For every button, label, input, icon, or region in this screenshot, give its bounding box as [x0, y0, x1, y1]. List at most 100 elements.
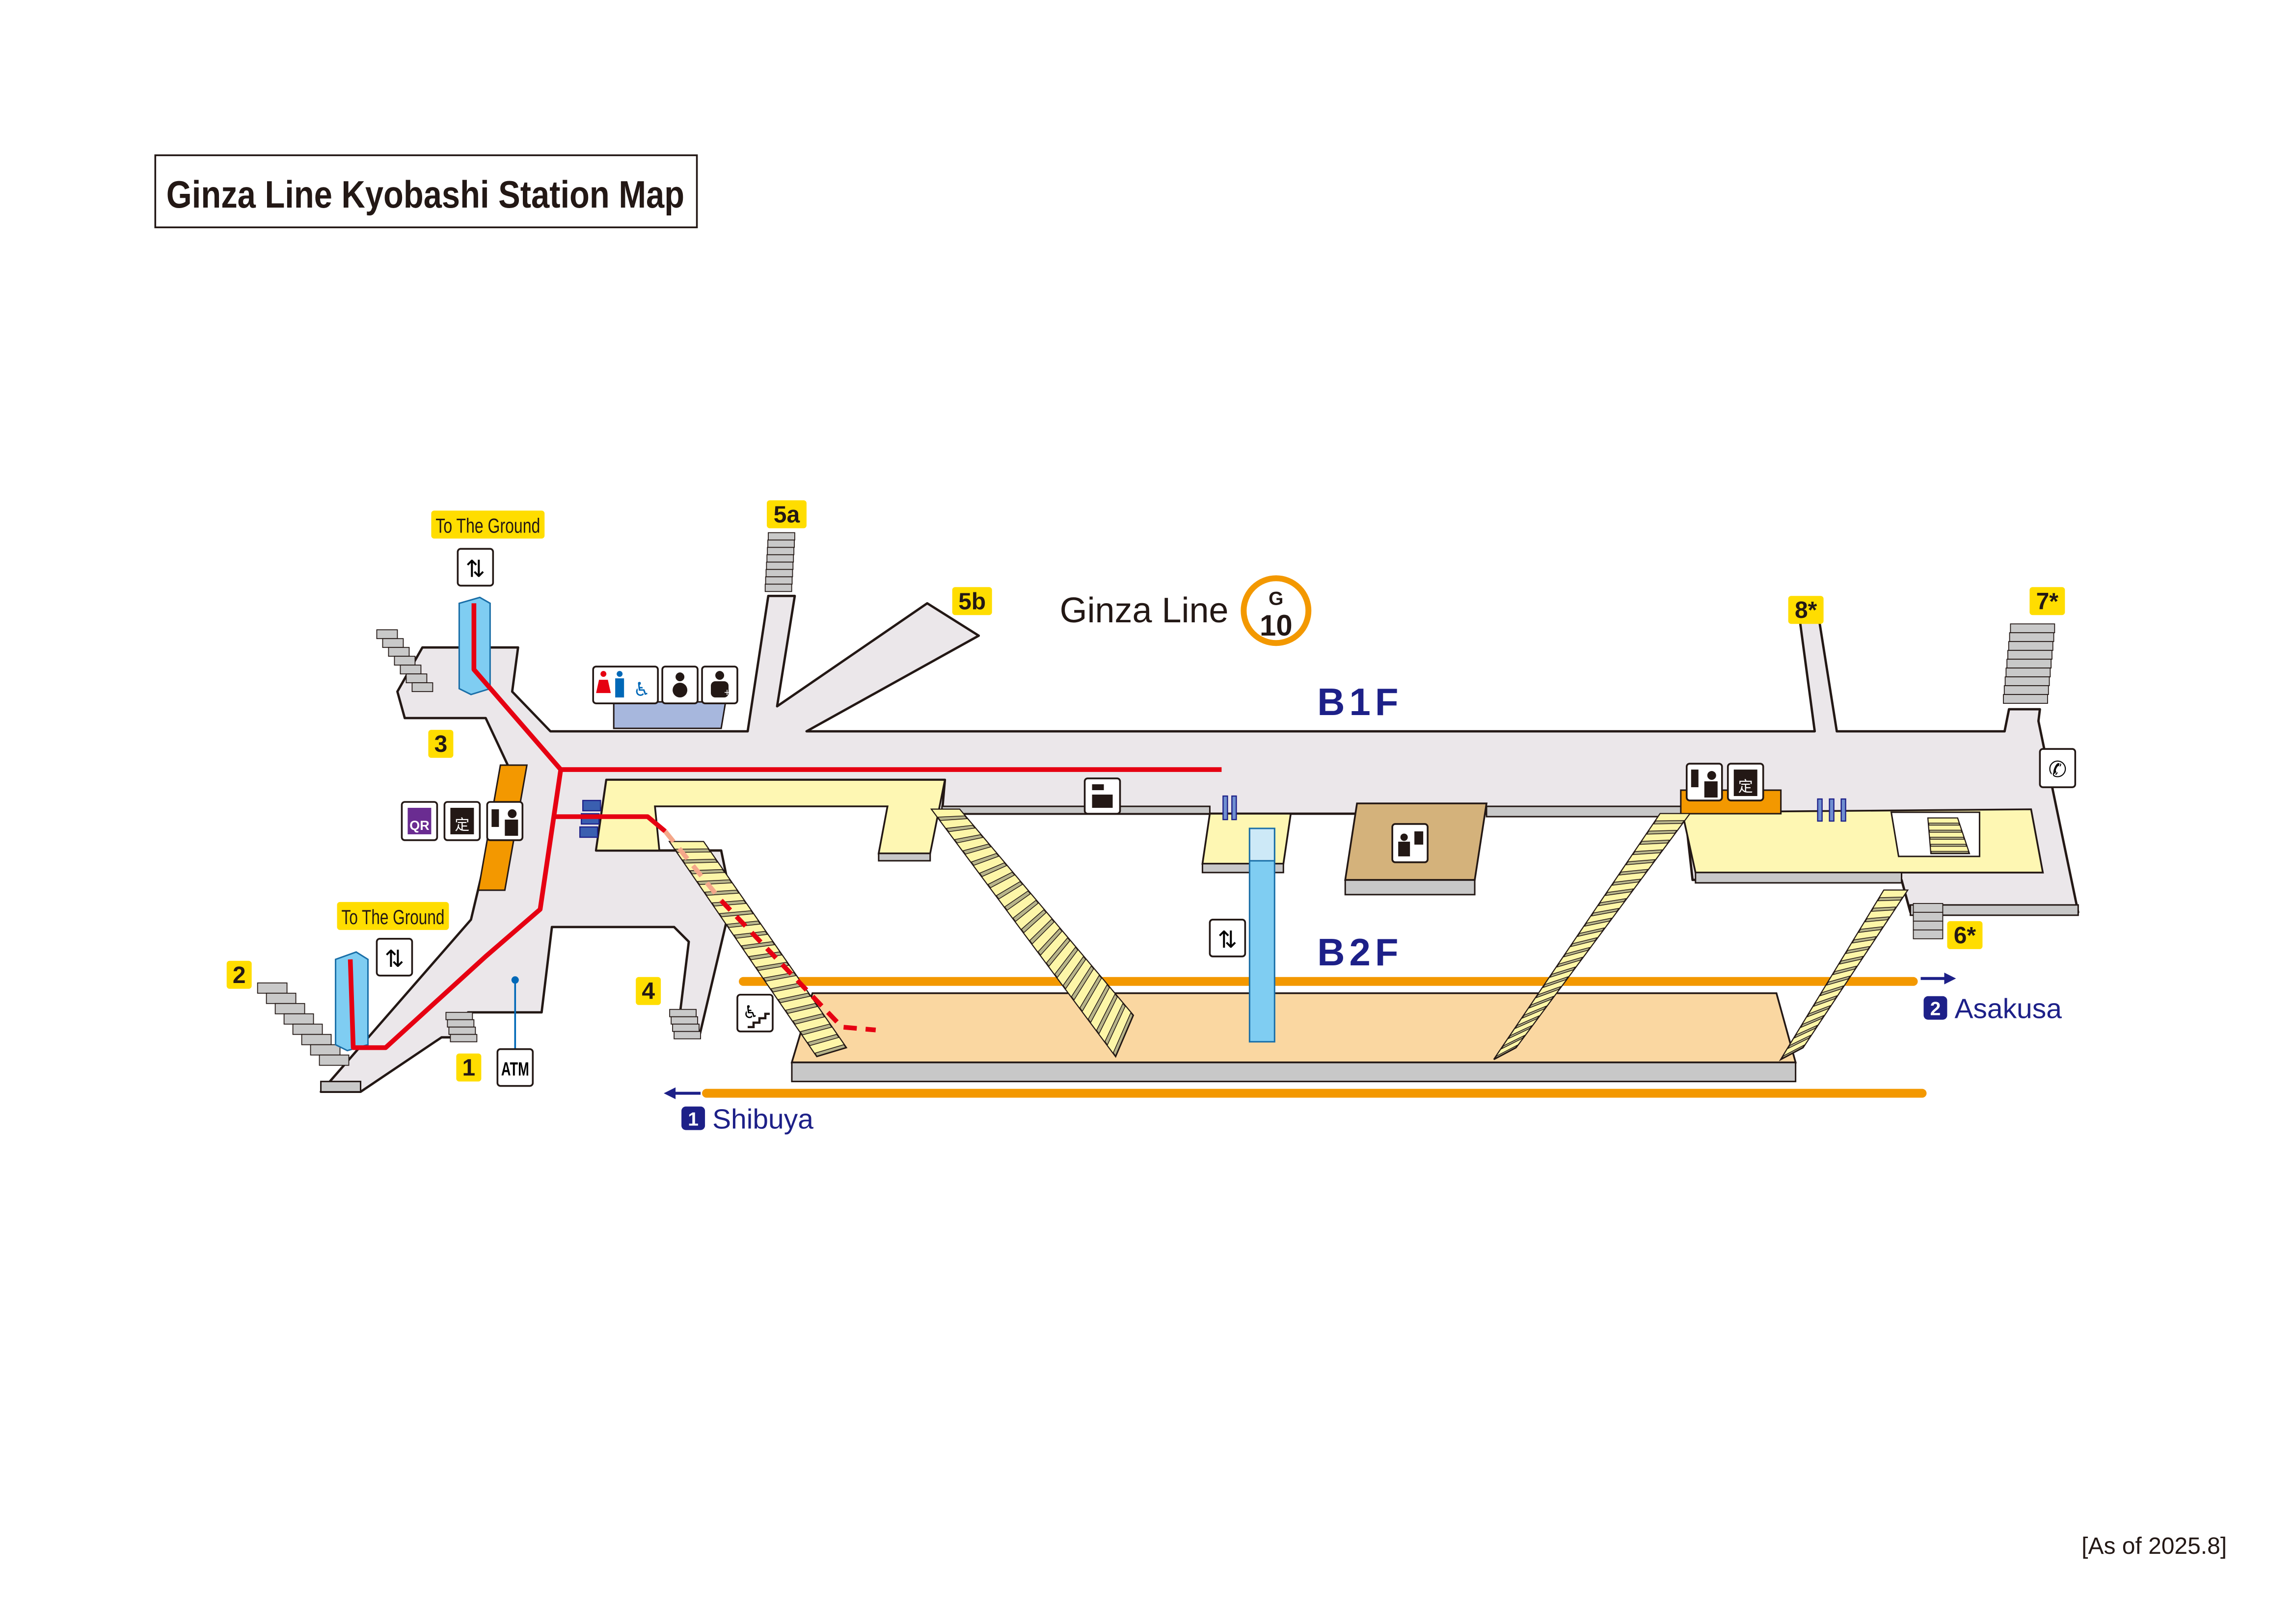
restroom-area	[613, 701, 727, 729]
svg-text:⇅: ⇅	[1217, 927, 1237, 953]
station-code-letter: G	[1269, 588, 1283, 609]
stair-step	[1654, 813, 1691, 822]
stair-step	[989, 874, 1021, 897]
wheelchair-stair-lift-icon: ♿	[736, 993, 774, 1033]
b2f-platform	[790, 992, 1797, 1083]
stair-step	[1023, 911, 1053, 942]
stair-west	[668, 841, 848, 1058]
stair-step	[766, 561, 794, 570]
stair-step	[1913, 903, 1944, 913]
stair-step	[2007, 650, 2053, 660]
stair-step	[1794, 1017, 1824, 1036]
exit-badge-2[interactable]: 2	[226, 960, 252, 989]
stair-step	[1929, 832, 1965, 838]
stair-step	[1820, 978, 1850, 994]
stair-step	[1853, 929, 1882, 941]
to-ground-label-west: To The Ground	[337, 902, 449, 930]
restroom-icon: ♿	[592, 665, 659, 704]
svg-text:4: 4	[642, 979, 655, 1005]
stair-step	[779, 995, 816, 1011]
stair-step	[1006, 893, 1037, 919]
stair-step	[1634, 842, 1669, 852]
stair-step	[801, 1026, 838, 1043]
stair-step	[1620, 862, 1654, 873]
stair-step	[1859, 919, 1889, 930]
exit-badge-3[interactable]: 3	[428, 730, 454, 758]
paid-area-ledge	[878, 852, 931, 862]
corridor-ledge	[1910, 904, 2079, 916]
station-code-number: 10	[1260, 609, 1293, 642]
stair-step	[448, 1026, 476, 1035]
stair-step	[1509, 1017, 1539, 1037]
exit-6-stairs	[1913, 903, 1944, 939]
fare-gates-center	[1222, 795, 1237, 821]
stair-step	[1913, 929, 1944, 939]
exit-badge-5b[interactable]: 5b	[952, 587, 992, 615]
corridor-ledge	[320, 1081, 362, 1093]
elevator-shaft-center	[1248, 827, 1275, 1043]
stair-step	[1872, 900, 1902, 909]
exit-badge-6[interactable]: 6*	[1947, 921, 1983, 949]
stair-step	[1801, 1007, 1830, 1026]
stair-step	[319, 1054, 350, 1066]
direction-number: 1	[688, 1109, 699, 1130]
stair-step	[382, 638, 404, 648]
stair-step	[1913, 911, 1944, 922]
exit-badge-1[interactable]: 1	[456, 1053, 482, 1082]
stair-step	[981, 865, 1013, 885]
stair-center-west	[930, 808, 1134, 1058]
page-title: Ginza Line Kyobashi Station Map	[166, 173, 684, 216]
stair-step	[394, 656, 416, 666]
stair-step	[1927, 818, 1960, 824]
stair-step	[2006, 659, 2052, 669]
arrow-right-icon	[1944, 972, 1956, 984]
stair-step	[764, 584, 792, 592]
corridor-ledge	[941, 805, 1211, 815]
stair-step	[767, 539, 795, 548]
stair-step	[931, 809, 966, 818]
stair-step	[809, 1037, 845, 1054]
stair-east	[1779, 889, 1909, 1062]
stair-step	[765, 576, 793, 585]
stair-step	[1543, 969, 1575, 985]
line-name: Ginza Line	[1060, 591, 1229, 630]
direction-asakusa: 2 Asakusa	[1920, 972, 2062, 1025]
stair-step	[1606, 881, 1640, 893]
exit-badge-8[interactable]: 8*	[1788, 596, 1824, 624]
stair-east-small	[1927, 817, 1971, 854]
stair-step	[1502, 1028, 1531, 1047]
svg-text:♿: ♿	[743, 1002, 758, 1022]
stair-step	[1090, 986, 1116, 1032]
paid-area-east	[1681, 808, 2044, 874]
stair-step	[1788, 1027, 1817, 1047]
exit-badge-7[interactable]: 7*	[2029, 587, 2065, 615]
ticket-office-icon	[1685, 763, 1723, 801]
svg-text:5a: 5a	[774, 502, 800, 528]
stair-step	[1564, 939, 1597, 955]
exit-1-stairs	[445, 1011, 478, 1042]
stair-step	[674, 1031, 701, 1039]
station-number-badge: G 10	[1241, 575, 1312, 646]
stair-step	[1879, 890, 1908, 898]
svg-text:定: 定	[455, 817, 469, 833]
stair-step	[1827, 968, 1856, 983]
stair-step	[1056, 949, 1084, 986]
exit-badge-4[interactable]: 4	[636, 977, 661, 1005]
stair-step	[1107, 1005, 1132, 1054]
stair-step	[1626, 852, 1662, 862]
stair-step	[786, 1006, 824, 1022]
svg-text:✆: ✆	[2048, 757, 2067, 782]
stair-step	[376, 629, 398, 639]
exit-badge-5a[interactable]: 5a	[766, 500, 807, 529]
stair-step	[1550, 959, 1582, 975]
exit-7-stairs	[2003, 623, 2055, 704]
stair-step	[767, 547, 795, 556]
direction-label: Shibuya	[712, 1104, 813, 1135]
title-box: Ginza Line Kyobashi Station Map	[154, 154, 698, 229]
elevator-icon: ⇅	[1209, 919, 1246, 958]
accessible-route	[348, 603, 1222, 1050]
phone-icon: ✆	[2039, 748, 2077, 788]
direction-shibuya: 1 Shibuya	[664, 1087, 813, 1135]
stair-center-east	[1493, 813, 1691, 1060]
